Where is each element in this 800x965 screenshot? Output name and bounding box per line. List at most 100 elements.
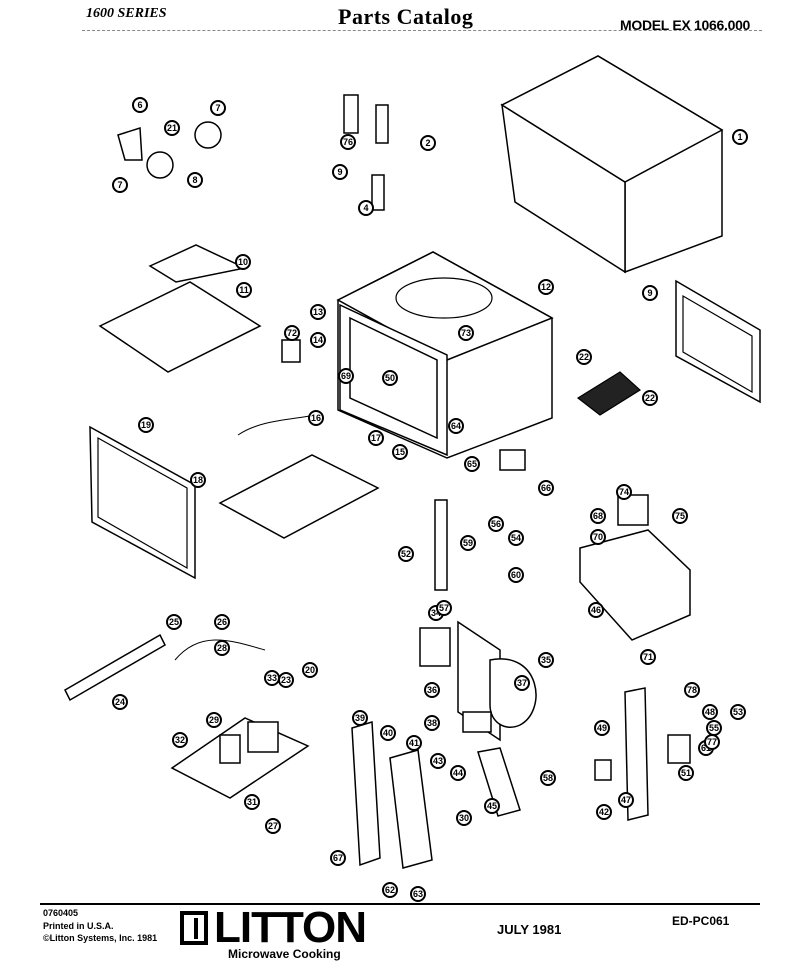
callout-number: 41	[409, 738, 419, 748]
callout-33: 33	[264, 670, 280, 686]
callout-number: 64	[451, 421, 461, 431]
callout-number: 53	[733, 707, 743, 717]
series-label: 1600 SERIES	[86, 6, 167, 21]
callout-53: 53	[730, 704, 746, 720]
callout-number: 43	[433, 756, 443, 766]
callout-number: 22	[645, 393, 655, 403]
callout-number: 70	[593, 532, 603, 542]
blower-housing-part	[489, 658, 537, 728]
callout-number: 73	[461, 328, 471, 338]
callout-32: 32	[172, 732, 188, 748]
callout-17: 17	[368, 430, 384, 446]
callout-41: 41	[406, 735, 422, 751]
callout-number: 48	[705, 707, 715, 717]
oven-cavity-part	[336, 251, 554, 459]
callout-number: 77	[707, 737, 717, 747]
brand-name: LITTON	[214, 903, 367, 952]
callout-44: 44	[450, 765, 466, 781]
callout-number: 52	[401, 549, 411, 559]
callout-1: 1	[732, 129, 748, 145]
callout-29: 29	[206, 712, 222, 728]
control-strip-part	[351, 721, 381, 867]
page-title: Parts Catalog	[338, 4, 474, 29]
callout-number: 74	[619, 487, 629, 497]
callout-number: 38	[427, 718, 437, 728]
callout-number: 58	[543, 773, 553, 783]
callout-number: 22	[579, 352, 589, 362]
callout-number: 61	[701, 743, 711, 753]
callout-6: 6	[132, 97, 148, 113]
callout-9: 9	[332, 164, 348, 180]
callout-number: 76	[343, 137, 353, 147]
header-rule	[82, 30, 762, 31]
interlock-switch-part	[667, 734, 691, 764]
callout-number: 45	[487, 801, 497, 811]
callout-number: 66	[541, 483, 551, 493]
printed-note: Printed in U.S.A.	[43, 921, 114, 931]
callout-25: 25	[166, 614, 182, 630]
callout-78: 78	[684, 682, 700, 698]
capacitor-part	[219, 734, 241, 764]
callout-23: 23	[278, 672, 294, 688]
fan-blade-part	[146, 151, 174, 179]
callout-13: 13	[310, 304, 326, 320]
callout-number: 18	[193, 475, 203, 485]
callout-number: 56	[491, 519, 501, 529]
callout-42: 42	[596, 804, 612, 820]
callout-number: 62	[385, 885, 395, 895]
callout-16: 16	[308, 410, 324, 426]
callout-number: 51	[681, 768, 691, 778]
callout-45: 45	[484, 798, 500, 814]
copyright-note: ©Litton Systems, Inc. 1981	[43, 933, 158, 943]
transformer-part	[247, 721, 279, 753]
filter-part	[576, 371, 641, 416]
callout-56: 56	[488, 516, 504, 532]
callout-number: 6	[137, 100, 142, 110]
callout-38: 38	[424, 715, 440, 731]
callout-73: 73	[458, 325, 474, 341]
litton-logo-mark-icon	[180, 911, 208, 945]
magnetron-part	[617, 494, 649, 526]
shelf-part	[218, 454, 380, 539]
callout-75: 75	[672, 508, 688, 524]
callout-number: 1	[737, 132, 742, 142]
callout-number: 39	[355, 713, 365, 723]
callout-63: 63	[410, 886, 426, 902]
callout-number: 11	[239, 285, 249, 295]
callout-14: 14	[310, 332, 326, 348]
callout-22: 22	[576, 349, 592, 365]
callout-number: 44	[453, 768, 463, 778]
callout-number: 65	[467, 459, 477, 469]
fan-guard-part	[117, 126, 143, 161]
switch-part-c	[594, 759, 612, 781]
callout-43: 43	[430, 753, 446, 769]
callout-51: 51	[678, 765, 694, 781]
power-cord-part	[174, 639, 266, 661]
callout-number: 29	[209, 715, 219, 725]
callout-number: 9	[337, 167, 342, 177]
callout-52: 52	[398, 546, 414, 562]
callout-37: 37	[514, 675, 530, 691]
callout-76: 76	[340, 134, 356, 150]
callout-72: 72	[284, 325, 300, 341]
callout-number: 67	[333, 853, 343, 863]
fan-motor-part	[462, 711, 492, 733]
control-panel-part	[389, 749, 433, 869]
callout-number: 30	[459, 813, 469, 823]
callout-15: 15	[392, 444, 408, 460]
magnetron-bracket-part	[579, 529, 691, 641]
callout-number: 27	[268, 821, 278, 831]
callout-number: 34	[431, 608, 441, 618]
callout-62: 62	[382, 882, 398, 898]
switch-part	[343, 94, 359, 134]
callout-number: 2	[425, 138, 430, 148]
fan-blade-part-b	[194, 121, 222, 149]
callout-number: 9	[647, 288, 652, 298]
callout-number: 13	[313, 307, 323, 317]
callout-number: 12	[541, 282, 551, 292]
callout-number: 71	[643, 652, 653, 662]
side-panel-part	[675, 279, 761, 404]
callout-number: 69	[341, 371, 351, 381]
callout-26: 26	[214, 614, 230, 630]
